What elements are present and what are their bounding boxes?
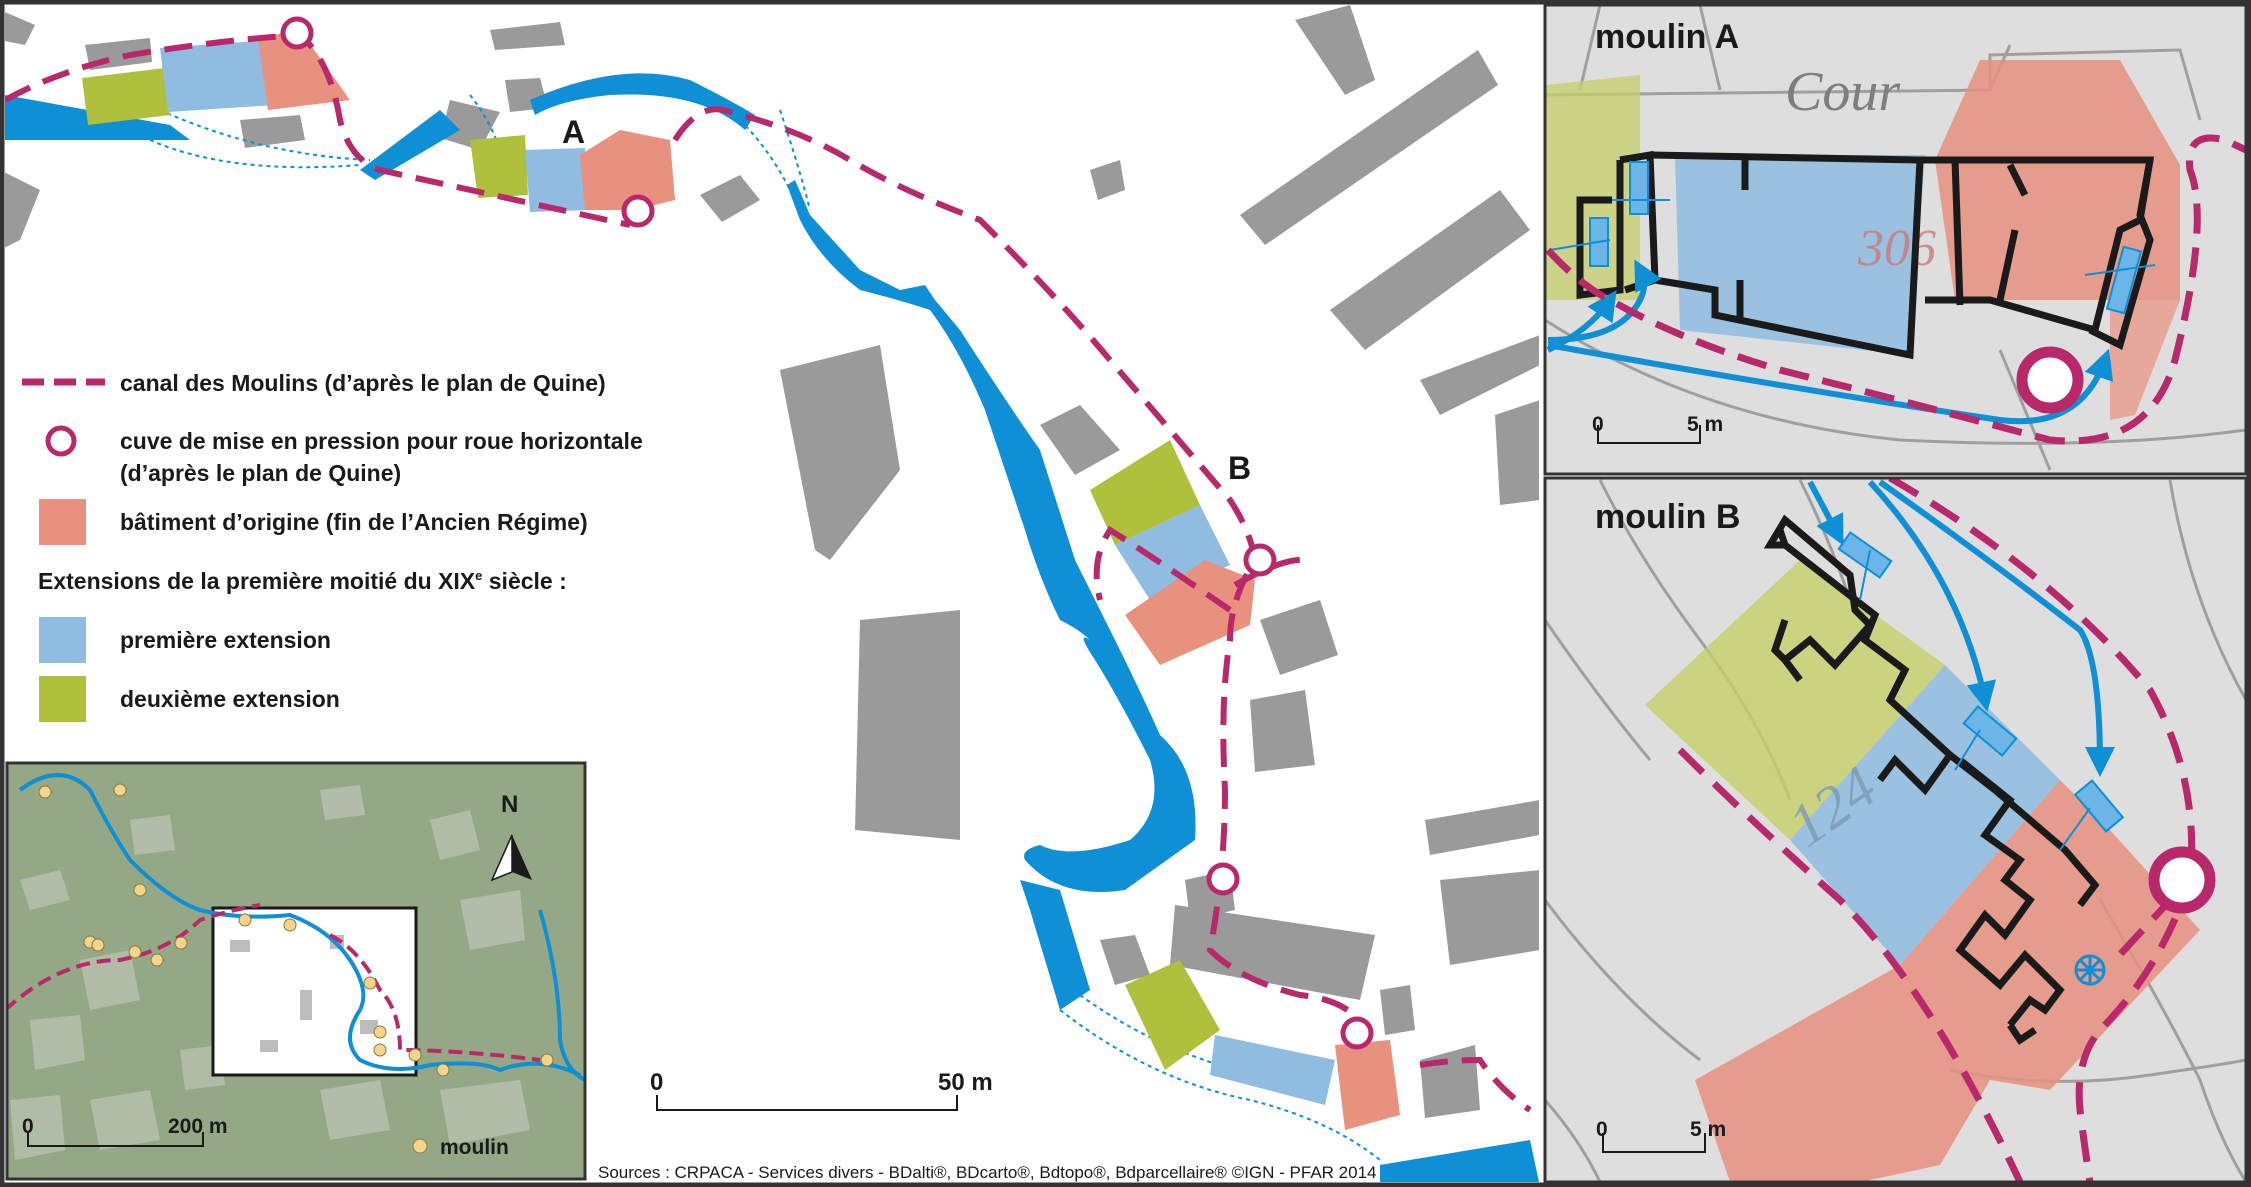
legend-second-swatch	[39, 676, 86, 722]
inset-mill-legend-label: moulin	[440, 1136, 509, 1159]
mill-buildings	[82, 30, 1400, 1130]
cadastre-text-cour: Cour	[1785, 61, 1900, 123]
sources-credit: Sources : CRPACA - Services divers - BDa…	[598, 1163, 1376, 1182]
legend-first-label: première extension	[120, 627, 331, 653]
detail-a-scale-zero: 0	[1592, 413, 1604, 436]
legend-tank-label-2: (d’après le plan de Quine)	[120, 460, 401, 486]
mill-label-b: B	[1228, 450, 1251, 486]
legend: canal des Moulins (d’après le plan de Qu…	[22, 370, 643, 722]
main-map: A B canal des Moulins (d’après le plan d…	[5, 5, 1539, 1182]
detail-b-scale-zero: 0	[1596, 1118, 1608, 1141]
legend-tank-label-1: cuve de mise en pression pour roue horiz…	[120, 428, 643, 454]
detail-b-title: moulin B	[1595, 498, 1740, 536]
wheel-icon	[2074, 954, 2106, 986]
pressure-tanks	[280, 16, 1374, 1050]
main-scale-end: 50 m	[938, 1069, 993, 1096]
legend-original-label: bâtiment d’origine (fin de l’Ancien Régi…	[120, 509, 588, 535]
legend-first-swatch	[39, 617, 86, 663]
cadastre-text-306: 306	[1857, 220, 1936, 277]
inset-scale-zero: 0	[22, 1115, 34, 1138]
north-arrow-icon: N	[490, 791, 532, 882]
inset-mill-points	[38, 783, 554, 1077]
main-scale-zero: 0	[650, 1069, 663, 1096]
detail-a-scale-bar	[1597, 425, 1701, 444]
legend-original-swatch	[39, 499, 86, 545]
inset-mill-legend-dot	[412, 1138, 428, 1154]
inset-scale-end: 200 m	[168, 1115, 228, 1138]
detail-b-scale-end: 5 m	[1690, 1118, 1726, 1141]
legend-tank-symbol	[45, 425, 77, 457]
detail-b-scale-bar	[1602, 1133, 1706, 1153]
detail-a-title: moulin A	[1595, 18, 1739, 56]
context-buildings	[5, 5, 1539, 1118]
legend-second-label: deuxième extension	[120, 686, 340, 712]
main-scale-bar: 0 50 m	[650, 1069, 993, 1111]
detail-moulin-a: Cour 306	[1543, 3, 2248, 476]
detail-moulin-b: 124	[1543, 476, 2248, 1184]
detail-a-scale-end: 5 m	[1687, 413, 1723, 436]
inset-map: N 0 200 m moulin	[5, 761, 587, 1181]
inset-scale-bar	[27, 1132, 204, 1147]
mill-label-a: A	[562, 114, 585, 150]
legend-canal-label: canal des Moulins (d’après le plan de Qu…	[120, 370, 606, 396]
legend-extensions-title: Extensions de la première moitié du XIXe…	[38, 568, 567, 594]
river	[5, 73, 1539, 1182]
north-label: N	[501, 791, 518, 818]
